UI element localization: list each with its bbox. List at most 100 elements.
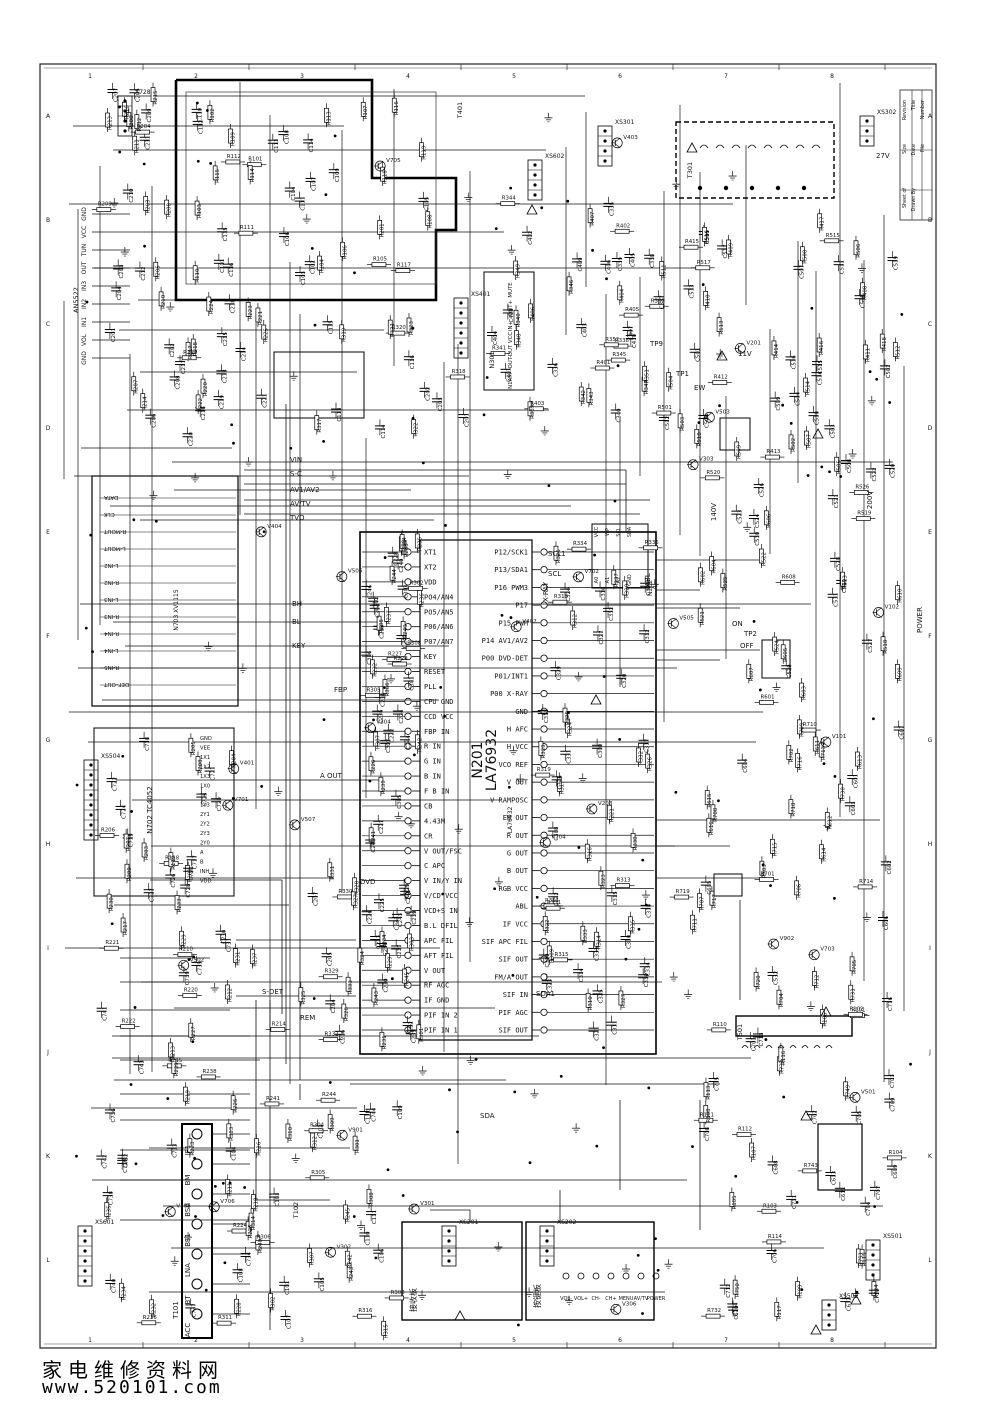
resistor-ref: R318: [554, 594, 569, 600]
resistor-ref: R323: [409, 321, 415, 335]
resistor: [188, 737, 194, 753]
resistor-ref: R201: [187, 868, 193, 882]
left-connector-pin: VOL: [81, 333, 88, 346]
resistor: [245, 1221, 251, 1236]
resistor-ref: R207: [126, 837, 132, 851]
ic-right-pin-label: SIF OUT: [498, 956, 528, 964]
resistor: [759, 860, 765, 876]
resistor: [759, 548, 764, 564]
border-number-top: 3: [300, 73, 304, 80]
resistor-ref: R242: [347, 1254, 353, 1268]
capacitor-ref: C738: [109, 1191, 115, 1206]
resistor: [251, 1194, 256, 1209]
resistor: [618, 990, 624, 1006]
capacitor-ref: C207: [314, 892, 320, 906]
capacitor-ref: C233: [379, 625, 385, 639]
resistor-ref: R338: [615, 338, 630, 344]
ic-left-pin-label: V OUT: [424, 967, 446, 975]
resistor-ref: R209: [98, 202, 113, 208]
resistor-ref: R112: [227, 154, 241, 160]
resistor: [855, 516, 871, 521]
front-connector-ref: N703 XV1115: [173, 589, 180, 631]
resistor: [357, 947, 363, 963]
io-ic-pin: VEE: [200, 746, 210, 752]
resistor: [131, 376, 137, 392]
ic-right-pin-label: P00 DVD-DET: [482, 655, 529, 663]
t501-box: [735, 1015, 853, 1037]
tuner-pin-label: LNA: [184, 1263, 192, 1277]
transistor: [336, 571, 348, 583]
resistor-ref: R103: [197, 204, 203, 218]
resistor: [857, 884, 873, 890]
capacitor-ref: C309: [598, 743, 604, 758]
resistor-ref: R749: [846, 1084, 852, 1099]
capacitor-ref: C304: [376, 603, 382, 618]
transistor: [849, 1092, 861, 1103]
capacitor-ref: C212: [141, 267, 147, 281]
resistor: [819, 844, 824, 860]
resistor-ref: R513: [719, 321, 725, 335]
resistor-ref: R733: [779, 1060, 785, 1074]
resistor-ref: R605: [783, 648, 789, 662]
resistor-ref: R601: [761, 694, 775, 700]
resistor: [578, 386, 584, 402]
key-label: VOL-: [560, 1296, 572, 1302]
capacitor-ref: C608: [774, 1160, 780, 1175]
net-label: TVO: [289, 514, 305, 522]
resistor: [553, 545, 559, 561]
resistor: [341, 1003, 347, 1019]
resistor: [840, 571, 845, 587]
capacitor-ref: C322: [554, 892, 560, 906]
ic-right-pin-label: EW OUT: [503, 814, 529, 822]
resistor-ref: R302: [271, 1297, 277, 1311]
capacitor-ref: C519: [893, 255, 899, 270]
resistor-ref: R320: [625, 583, 631, 598]
resistor: [229, 750, 234, 766]
resistor: [895, 664, 900, 679]
transistor-ref: V102: [885, 604, 900, 610]
capacitor-ref: C709: [890, 1097, 896, 1112]
capacitor-ref: C110: [198, 107, 204, 122]
resistor-ref: R333: [583, 929, 589, 943]
resistor: [759, 877, 774, 882]
resistor: [834, 456, 840, 472]
left-connector-pin: GND: [81, 351, 88, 365]
n503-box: [713, 873, 743, 897]
capacitor-ref: C609: [893, 1164, 899, 1179]
tuner-pin: [191, 1128, 203, 1140]
resistor-ref: R113: [706, 1086, 712, 1100]
capacitor-ref: C204: [117, 286, 123, 301]
resistor-ref: R116: [781, 1050, 787, 1065]
resistor-ref: R503: [680, 417, 686, 431]
resistor-ref: R303: [410, 937, 416, 951]
resistor-ref: R320: [392, 325, 407, 331]
resistor-ref: R238: [202, 1069, 217, 1075]
capacitor-ref: C108: [239, 1268, 245, 1283]
capacitor-ref: C310: [627, 934, 633, 949]
resistor: [366, 1188, 372, 1204]
capacitor-ref: C526: [760, 482, 766, 497]
resistor: [120, 1024, 135, 1029]
resistor-ref: R332: [325, 1032, 339, 1038]
resistor-ref: R101: [248, 157, 262, 163]
eeprom-pin: WP: [605, 528, 611, 536]
resistor-ref: R344: [502, 196, 517, 202]
resistor: [795, 1281, 800, 1296]
resistor-ref: R319: [537, 767, 552, 773]
key-switch: [652, 1272, 660, 1280]
resistor: [849, 956, 855, 972]
resistor: [615, 883, 630, 889]
tuner-pin: [191, 1248, 203, 1260]
border-letter-right: H: [928, 841, 933, 848]
transistor: [735, 342, 746, 354]
capacitor-ref: C113: [274, 139, 280, 153]
resistor: [565, 718, 570, 734]
resistor-ref: R119: [422, 145, 428, 160]
resistor-ref: R516: [704, 230, 710, 245]
transistor: [573, 571, 584, 583]
capacitor-ref: C334: [646, 962, 652, 977]
resistor: [843, 1081, 848, 1097]
capacitor-ref: C226: [368, 910, 374, 925]
key-switch: [577, 1272, 585, 1280]
resistor-ref: R225: [264, 328, 270, 342]
